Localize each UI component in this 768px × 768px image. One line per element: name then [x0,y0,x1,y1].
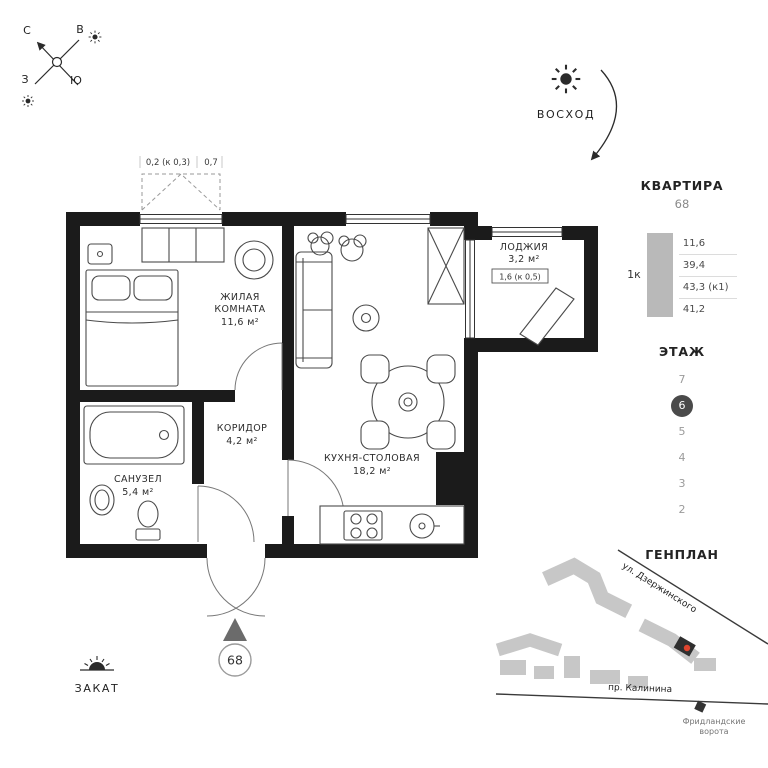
area-row-total: 43,3 (к1) [678,277,737,299]
kitchen-area: 18,2 м² [353,466,391,477]
bathroom-area: 5,4 м² [122,487,154,498]
sunset-label: ЗАКАТ [75,682,120,695]
sidebar: КВАРТИРА 68 1к 11,6 39,4 43,3 (к1) 41,2 … [622,178,742,562]
area-table: 11,6 39,4 43,3 (к1) 41,2 [678,233,737,320]
floor-selector: 7 6 5 4 3 2 [622,367,742,523]
genplan-highlighted-building [673,636,696,657]
kitchen-label: КУХНЯ-СТОЛОВАЯ [324,453,420,464]
dresser [141,227,225,263]
plants [307,231,367,262]
genplan-buildings-blocks [500,656,716,688]
window-swing-dashed [141,173,221,211]
sunrise-sun-icon [550,63,582,95]
sofa [295,251,333,369]
dimension-ticks [139,156,223,168]
vent-shaft [436,452,478,505]
dining-table [371,365,445,439]
windows [139,214,563,339]
loggia-panel [519,287,575,346]
loggia-label: ЛОДЖИЯ [500,242,548,253]
compass-sunrise-icon [88,30,102,44]
bed [85,269,179,387]
compass-east-label: В [76,23,84,36]
unit-marker-circle [218,643,252,677]
dining-chairs [360,354,456,450]
corridor-area: 4,2 м² [226,436,258,447]
compass-west-label: З [21,73,28,86]
loggia-window-dim: 1,6 (к 0,5) [499,273,541,282]
street-kalinina-line [495,693,768,705]
poi-gate-label-2: ворота [699,727,728,736]
door-swings [197,342,345,617]
area-row-useful: 39,4 [678,255,737,277]
street-dzerzhinskogo-line [617,549,768,645]
genplan-unit-dot [683,644,691,652]
street-kalinina-label: пр. Калинина [608,683,672,695]
side-table [352,304,380,332]
loggia-area: 3,2 м² [508,254,540,265]
entrance-door-swing-a [206,557,266,617]
living-room-door [234,342,283,391]
dimension-left: 0,2 (к 0,3) [146,158,190,168]
section-plan-icon [646,233,673,317]
sunset-group: ЗАКАТ [75,656,120,695]
walls [66,212,598,558]
unit-number: 68 [227,653,243,668]
bathroom-label: САНУЗЕЛ [114,474,162,485]
floor-item-6-badge: 6 [671,395,693,417]
kitchen-counter [319,505,465,545]
nightstand [87,243,113,265]
poi-gate-label-1: Фридландские [683,717,746,726]
sunrise-group: ВОСХОД [537,63,618,161]
apartment-summary: 1к 11,6 39,4 43,3 (к1) 41,2 [622,233,742,320]
bathroom-door [197,485,255,543]
apartment-label: КВАРТИРА [640,178,724,193]
sunrise-arrow [590,69,618,161]
sunset-sun-icon [80,656,114,671]
corridor-label: КОРИДОР [217,423,268,434]
kitchen-door [287,459,345,517]
street-dzerzhinskogo-label: ул. Дзержинского [620,561,699,615]
floor-item-3[interactable]: 3 [678,477,686,490]
area-row-reduced: 41,2 [682,304,706,315]
compass-center [51,56,63,68]
armchair [234,240,274,280]
entrance-door-swing-b [206,557,266,617]
floor-item-7[interactable]: 7 [678,373,686,386]
bathtub [83,405,185,465]
compass-south-label: Ю [70,74,82,87]
poi-gate-marker [694,700,707,713]
apartment-number: 68 [674,197,690,211]
compass: С В З Ю [21,23,102,108]
compass-sunset-icon [21,94,35,108]
sunrise-label: ВОСХОД [537,108,595,121]
genplan-label: ГЕНПЛАН [645,547,719,562]
bathroom-sink [89,484,115,516]
living-room-label: ЖИЛАЯ [220,292,260,303]
toilet [135,500,161,541]
unit-marker: 68 [218,618,252,677]
floor-label: ЭТАЖ [659,344,705,359]
floor-item-4[interactable]: 4 [678,451,686,464]
floor-item-2[interactable]: 2 [678,503,686,516]
floor-item-6-active[interactable]: 6 [622,393,742,419]
wardrobe [427,227,465,305]
unit-marker-triangle [223,618,247,641]
living-room-area: 11,6 м² [221,317,259,328]
dimension-right: 0,7 [204,158,218,168]
loggia-window-dim-box [491,268,549,284]
genplan-buildings [495,557,700,664]
floor-item-5[interactable]: 5 [678,425,686,438]
living-room-label-2: КОМНАТА [214,304,265,315]
area-row-living: 11,6 [678,233,737,255]
genplan-map: ул. Дзержинского пр. Калинина Фридландск… [495,549,768,736]
apartment-type-label: 1к [627,268,641,281]
compass-north-label: С [23,24,31,37]
